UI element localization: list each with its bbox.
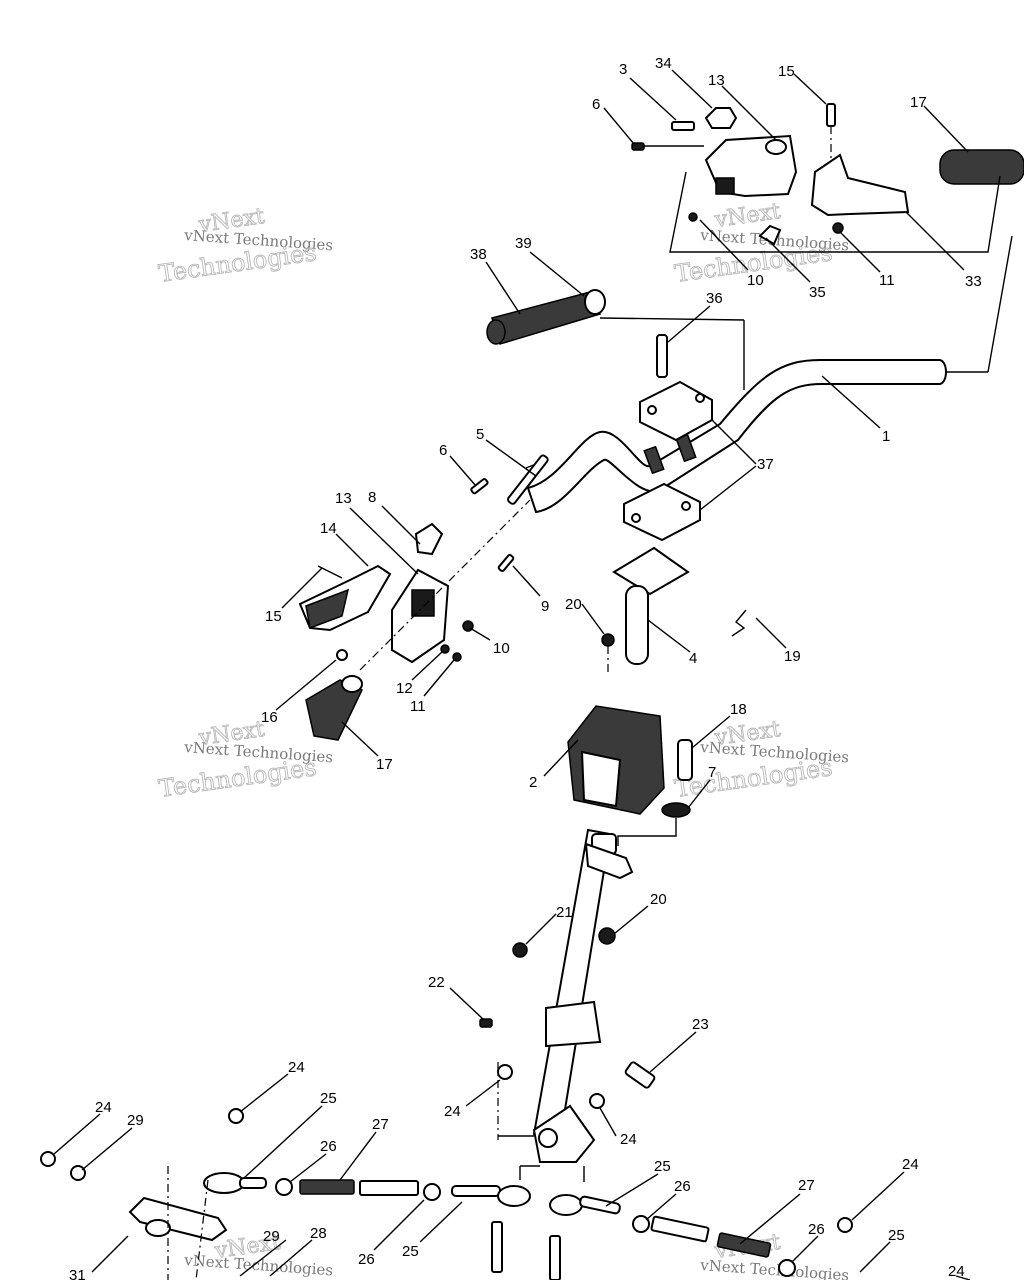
steering-column — [479, 828, 656, 1163]
callout-17-top: 17 — [910, 94, 927, 111]
callout-7: 7 — [708, 764, 716, 781]
callout-39: 39 — [515, 235, 532, 252]
callout-8: 8 — [368, 489, 376, 506]
callout-17-mid: 17 — [376, 756, 393, 773]
handlebar — [526, 359, 947, 514]
callout-24-rod-top: 24 — [288, 1059, 305, 1076]
callout-31: 31 — [69, 1267, 86, 1280]
callout-21: 21 — [556, 904, 573, 921]
callout-24-column-left: 24 — [444, 1103, 461, 1120]
callout-11-top: 11 — [879, 272, 895, 289]
callout-22: 22 — [428, 974, 445, 991]
svg-text:vNext Technologies: vNext Technologies — [183, 1251, 334, 1279]
riser-post — [601, 546, 690, 676]
callout-24-far-right: 24 — [948, 1263, 965, 1280]
callout-5: 5 — [476, 426, 484, 443]
callout-6-top: 6 — [592, 96, 600, 113]
svg-text:Technologies: Technologies — [157, 753, 318, 803]
callout-15-top: 15 — [778, 63, 795, 80]
callout-18: 18 — [730, 701, 747, 718]
callout-2: 2 — [529, 774, 537, 791]
watermark-mid-left: vNext vNext Technologies Technologies — [156, 717, 333, 804]
grip-left-upper — [486, 289, 745, 390]
callout-4: 4 — [689, 650, 697, 667]
callout-6-mid: 6 — [439, 442, 447, 459]
callout-27-right: 27 — [798, 1177, 815, 1194]
callout-24-far-left: 24 — [95, 1099, 112, 1116]
callout-27-left: 27 — [372, 1116, 389, 1133]
callout-16: 16 — [261, 709, 278, 726]
callout-10-mid: 10 — [493, 640, 510, 657]
callout-13-top: 13 — [708, 72, 725, 89]
watermark-mid-right: vNext vNext Technologies Technologies — [672, 717, 849, 804]
callout-13-mid: 13 — [335, 490, 352, 507]
callout-37: 37 — [757, 456, 774, 473]
tie-rod-right — [549, 1194, 853, 1280]
bolt-and-washer — [617, 739, 693, 846]
callout-11-mid: 11 — [410, 698, 426, 715]
grip-right — [939, 149, 1024, 185]
callout-25-right-low: 25 — [888, 1227, 905, 1244]
callout-38: 38 — [470, 246, 487, 263]
callout-20-low: 20 — [650, 891, 667, 908]
callout-26-left-low: 26 — [358, 1251, 375, 1268]
throttle-assembly — [631, 103, 1024, 373]
callout-9: 9 — [541, 598, 549, 615]
callout-12: 12 — [396, 680, 413, 697]
clamp-lower — [623, 482, 701, 542]
callout-23: 23 — [692, 1016, 709, 1033]
callout-28: 28 — [310, 1225, 327, 1242]
callout-19: 19 — [784, 648, 801, 665]
clamp-upper — [639, 334, 713, 442]
callout-15-mid: 15 — [265, 608, 282, 625]
callout-36: 36 — [706, 290, 723, 307]
clip — [731, 609, 747, 637]
callout-26-left-top: 26 — [320, 1138, 337, 1155]
callout-33: 33 — [965, 273, 982, 290]
watermark-top-left: vNext vNext Technologies Technologies — [156, 204, 333, 289]
callout-25-right-top: 25 — [654, 1158, 671, 1175]
callout-3: 3 — [619, 61, 627, 78]
callout-29-left: 29 — [127, 1112, 144, 1129]
callout-labels: 3 34 13 15 17 6 10 35 11 33 38 39 36 1 3… — [69, 55, 982, 1280]
callout-20-mid: 20 — [565, 596, 582, 613]
svg-text:vNext Technologies: vNext Technologies — [699, 1256, 850, 1280]
handlebar-pad — [567, 705, 665, 815]
throttle-housing — [810, 153, 910, 217]
callout-14: 14 — [320, 520, 337, 537]
callout-29-bottom: 29 — [263, 1228, 280, 1245]
callout-10-top: 10 — [747, 272, 764, 289]
leader-lines — [53, 69, 971, 1280]
callout-34: 34 — [655, 55, 672, 72]
switch-wire — [671, 121, 695, 131]
callout-1: 1 — [882, 428, 890, 445]
switch-cap — [704, 107, 738, 129]
callout-25-left-top: 25 — [320, 1090, 337, 1107]
callout-24-right-top: 24 — [902, 1156, 919, 1173]
callout-35: 35 — [809, 284, 826, 301]
left-switch-assembly — [298, 454, 549, 741]
callout-26-right-low: 26 — [808, 1221, 825, 1238]
tie-rod-left — [40, 1108, 531, 1273]
callout-24-column-right: 24 — [620, 1131, 637, 1148]
callout-26-right-top: 26 — [674, 1178, 691, 1195]
callout-25-left-low: 25 — [402, 1243, 419, 1260]
